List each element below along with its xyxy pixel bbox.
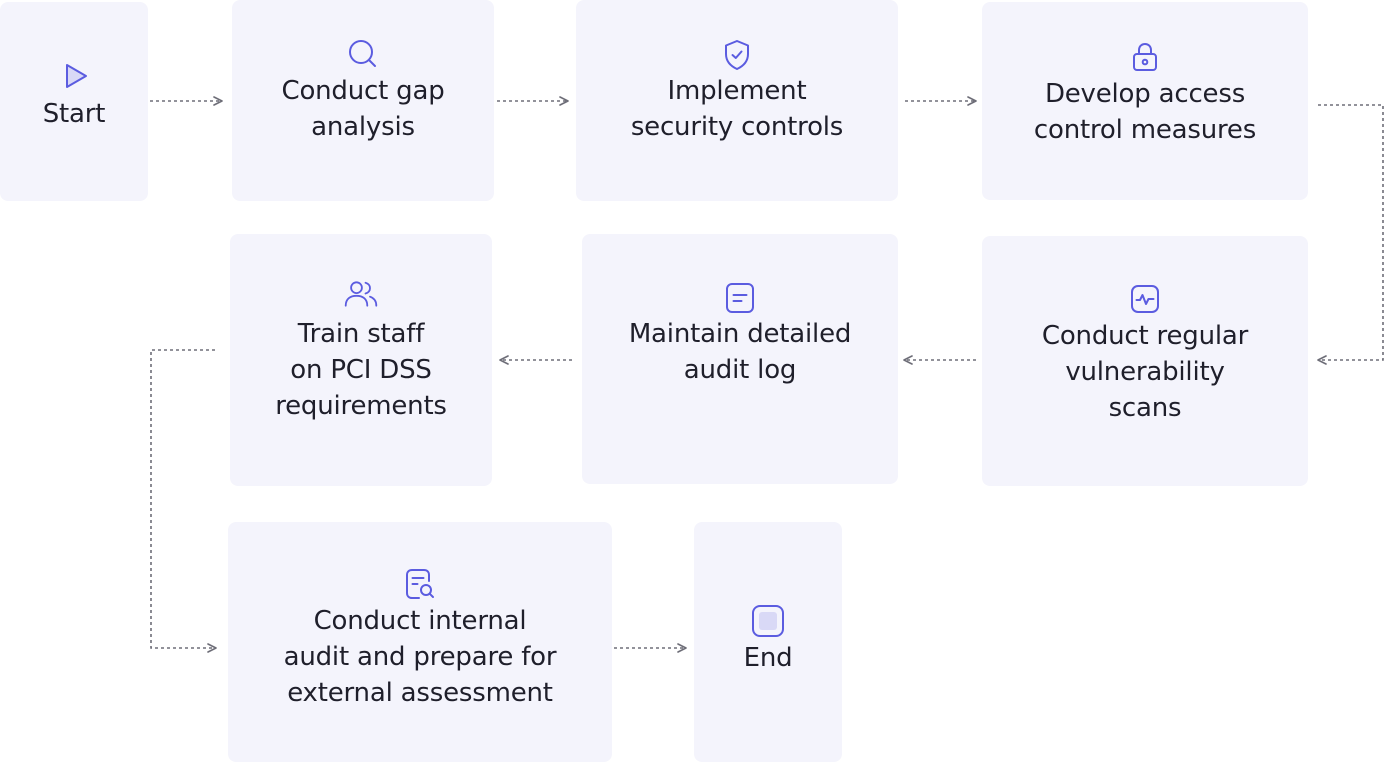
step-conduct-internal-audit: Conduct internal audit and prepare for e… <box>228 522 612 762</box>
activity-monitor-icon <box>1131 285 1159 313</box>
step-maintain-audit-log-label: Maintain detailed audit log <box>628 319 852 385</box>
step-train-staff-label: Train staff on PCI DSS requirements <box>275 319 447 421</box>
stop-icon <box>752 605 784 637</box>
step-conduct-internal-audit-label: Conduct internal audit and prepare for e… <box>283 606 557 708</box>
step-implement-security-controls-label: Implement security controls <box>630 76 844 142</box>
step-conduct-vulnerability-scans-label: Conduct regular vulnerability scans <box>1041 321 1249 423</box>
search-icon <box>349 40 376 67</box>
connector-access-to-scans <box>1317 104 1384 365</box>
step-train-staff: Train staff on PCI DSS requirements <box>230 234 492 486</box>
step-implement-security-controls: Implement security controls <box>576 0 898 201</box>
step-start: Start <box>0 2 148 201</box>
users-icon <box>344 281 378 307</box>
step-end-label: End <box>743 643 793 673</box>
lock-icon <box>1133 42 1157 71</box>
connector-train-to-internal-audit <box>150 349 217 653</box>
step-maintain-audit-log: Maintain detailed audit log <box>582 234 898 484</box>
step-start-label: Start <box>42 99 106 129</box>
step-develop-access-control: Develop access control measures <box>982 2 1308 200</box>
document-icon <box>726 283 754 313</box>
step-conduct-gap-analysis: Conduct gap analysis <box>232 0 494 201</box>
document-search-icon <box>406 569 434 599</box>
step-end: End <box>694 522 842 762</box>
step-conduct-vulnerability-scans: Conduct regular vulnerability scans <box>982 236 1308 486</box>
step-develop-access-control-label: Develop access control measures <box>1033 79 1257 145</box>
play-icon <box>66 64 87 88</box>
shield-check-icon <box>725 40 749 70</box>
step-conduct-gap-analysis-label: Conduct gap analysis <box>281 76 445 142</box>
